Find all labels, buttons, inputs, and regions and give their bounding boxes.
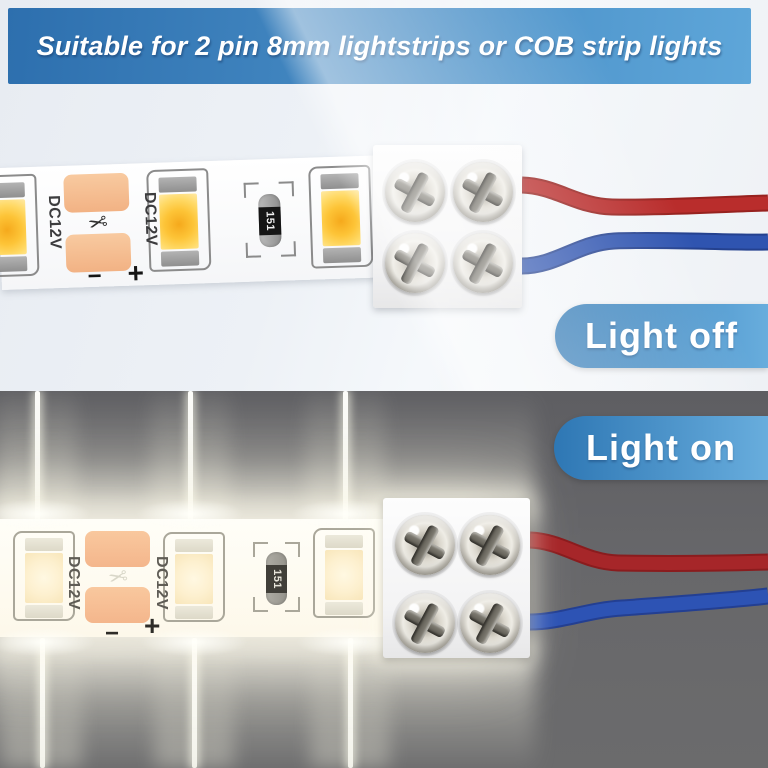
led-contact-bottom xyxy=(322,247,362,264)
resistor-label: 151 xyxy=(263,210,277,232)
light-beam xyxy=(188,391,193,520)
badge-light-off: Light off xyxy=(555,304,768,368)
voltage-label: DC12V xyxy=(140,191,160,247)
led-module xyxy=(163,532,225,622)
led-module xyxy=(13,531,75,621)
resistor-bracket xyxy=(253,597,268,612)
cut-zone: ✂ xyxy=(85,531,150,623)
light-beam-halo xyxy=(2,638,82,768)
section-light-on: DC12V DC12V ✂ 151 +− Light on xyxy=(0,391,768,768)
led-contact-top xyxy=(0,182,25,199)
led-contact-bottom xyxy=(160,250,200,267)
wire-blue xyxy=(521,233,768,273)
resistor-body: 151 xyxy=(266,552,287,605)
light-beam-halo xyxy=(154,638,234,768)
led-chip xyxy=(25,553,63,603)
polarity-minus: − xyxy=(105,620,120,647)
solder-pad-bottom xyxy=(85,587,150,623)
voltage-label: DC12V xyxy=(65,555,82,611)
title-text: Suitable for 2 pin 8mm lightstrips or CO… xyxy=(36,30,723,61)
wire-blue-outline xyxy=(529,587,768,631)
resistor-band: 151 xyxy=(266,565,287,593)
led-module xyxy=(308,164,374,269)
led-contact-bottom xyxy=(325,602,363,615)
screw-icon xyxy=(395,593,455,653)
resistor-bracket xyxy=(243,182,260,198)
light-beam-halo xyxy=(0,391,77,520)
connector-block-on xyxy=(383,498,530,658)
led-chip xyxy=(158,193,199,250)
wire-red-outline xyxy=(529,531,768,572)
polarity-plus: + xyxy=(127,257,145,289)
wire-red xyxy=(521,178,768,214)
badge-light-on-label: Light on xyxy=(586,427,736,468)
led-module xyxy=(0,173,40,278)
led-chip xyxy=(175,554,213,604)
wire-red-outline xyxy=(521,176,768,216)
screw-icon xyxy=(453,162,513,222)
led-chip xyxy=(320,190,361,247)
led-contact-top xyxy=(320,173,359,190)
scissors-icon: ✂ xyxy=(105,562,131,592)
resistor-bracket xyxy=(278,181,295,197)
polarity-minus: − xyxy=(87,262,103,291)
title-banner: Suitable for 2 pin 8mm lightstrips or CO… xyxy=(8,8,751,84)
screw-icon xyxy=(460,515,520,575)
wire-blue xyxy=(529,589,768,629)
light-beam xyxy=(35,391,40,520)
led-contact-top xyxy=(175,539,213,552)
led-contact-bottom xyxy=(25,605,63,618)
light-beam xyxy=(343,391,348,520)
resistor-band: 151 xyxy=(258,206,282,236)
led-contact-bottom xyxy=(0,256,28,273)
badge-light-on: Light on xyxy=(554,416,768,480)
resistor-body: 151 xyxy=(257,193,282,248)
voltage-label: DC12V xyxy=(153,555,170,611)
light-beam-halo xyxy=(310,638,390,768)
light-beam-halo xyxy=(150,391,230,520)
cut-zone: ✂ xyxy=(63,172,132,273)
resistor: 151 xyxy=(243,181,297,258)
light-beam xyxy=(192,638,197,768)
wire-blue-outline xyxy=(521,231,768,275)
led-contact-top xyxy=(25,538,63,551)
solder-pad-top xyxy=(85,531,150,567)
screw-icon xyxy=(385,233,445,293)
led-chip xyxy=(0,199,27,256)
connector-block-off xyxy=(373,145,522,308)
led-contact-top xyxy=(325,535,363,548)
resistor-bracket xyxy=(245,242,262,258)
light-beam-halo xyxy=(305,391,385,520)
screw-icon xyxy=(395,515,455,575)
light-beam xyxy=(40,638,45,768)
resistor: 151 xyxy=(253,542,300,612)
voltage-label: DC12V xyxy=(44,194,64,250)
section-light-off: Suitable for 2 pin 8mm lightstrips or CO… xyxy=(0,0,768,391)
light-beam xyxy=(348,638,353,768)
badge-light-off-label: Light off xyxy=(585,315,738,356)
led-contact-top xyxy=(158,176,197,193)
led-chip xyxy=(325,550,363,600)
polarity-plus: + xyxy=(144,610,161,641)
resistor-bracket xyxy=(280,241,297,257)
screw-icon xyxy=(460,593,520,653)
led-module xyxy=(313,528,375,618)
screw-icon xyxy=(385,162,445,222)
resistor-bracket xyxy=(285,597,300,612)
wire-red xyxy=(529,533,768,570)
resistor-bracket xyxy=(285,542,300,557)
resistor-label: 151 xyxy=(270,569,283,589)
screw-icon xyxy=(453,233,513,293)
led-contact-bottom xyxy=(175,606,213,619)
resistor-bracket xyxy=(253,542,268,557)
